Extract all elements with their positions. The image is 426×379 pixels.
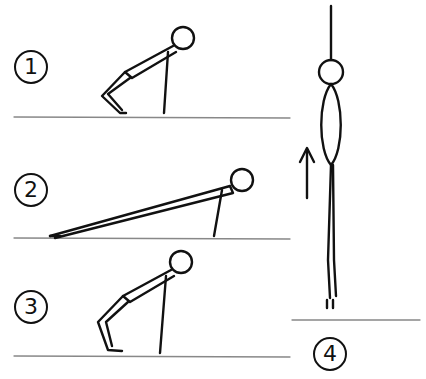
ground-line: [14, 117, 290, 118]
callout-number: 3: [14, 290, 48, 324]
plank-figure: [50, 169, 253, 238]
callout-number: 1: [14, 50, 48, 84]
up-arrow: [300, 148, 314, 198]
ground-line: [14, 356, 290, 357]
callout-number: 2: [14, 173, 48, 207]
callout-number: 4: [313, 337, 347, 371]
squat-figure: [98, 251, 192, 353]
squat-figure: [102, 27, 194, 113]
standing-figure: [319, 6, 343, 308]
ground-line: [292, 319, 420, 320]
